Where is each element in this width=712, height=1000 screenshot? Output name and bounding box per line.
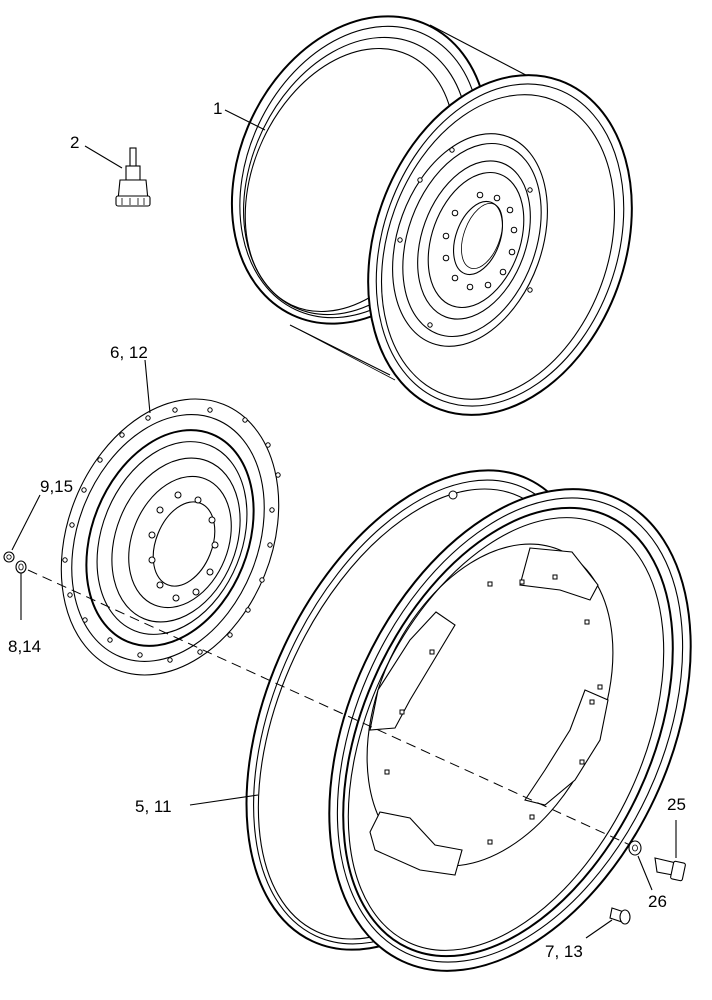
valve-stem-part-2 [115, 147, 151, 207]
callout-nut: 9,15 [40, 477, 73, 496]
washer-part-26 [628, 840, 642, 856]
callout-bolt-washer: 26 [648, 892, 667, 911]
bolt-part-25 [654, 857, 686, 882]
clamp-bolt-part-7-13 [609, 907, 631, 925]
callout-clamp-bolt: 7, 13 [545, 942, 583, 961]
rim-part-1 [230, 15, 633, 416]
callout-bolt: 25 [667, 795, 686, 814]
nut-part-9-15 [3, 551, 15, 563]
wheel-disc-part-6-12 [60, 398, 281, 676]
callout-disc: 6, 12 [110, 343, 148, 362]
outer-rim-part-5-11 [245, 469, 692, 972]
leader-lines [11, 109, 677, 939]
assembly-axis-line [27, 569, 631, 846]
callout-washer: 8,14 [8, 637, 41, 656]
callout-rim: 1 [213, 99, 222, 118]
callout-rim-wheel: 5, 11 [135, 797, 172, 816]
callout-valve: 2 [70, 133, 79, 152]
washer-part-8-14 [15, 560, 27, 574]
